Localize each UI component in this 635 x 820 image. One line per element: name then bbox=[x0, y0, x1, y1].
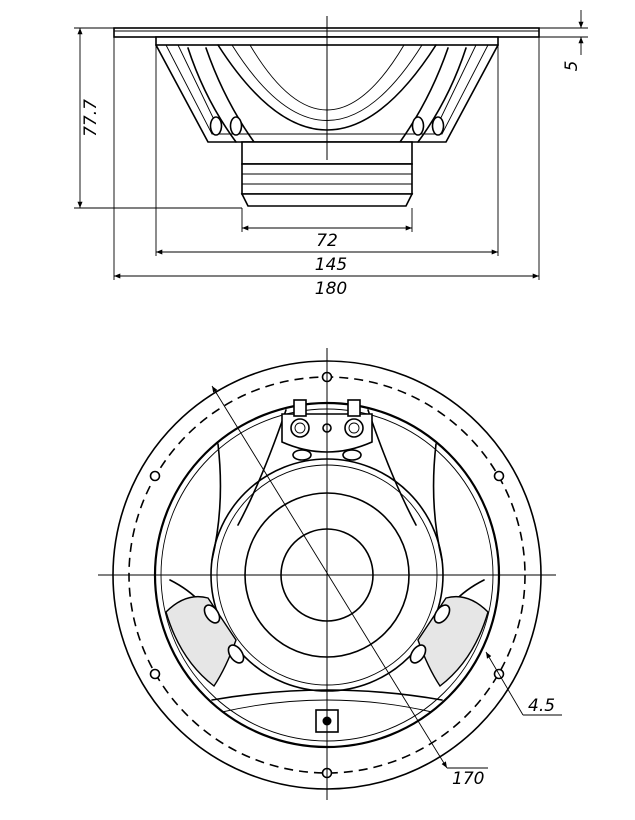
vent-hole bbox=[431, 116, 445, 136]
mounting-hole-label: 4.5 bbox=[528, 696, 555, 716]
bolt-circle-diameter-line bbox=[211, 385, 448, 769]
side-view: 77.7 5 72 145 180 bbox=[74, 10, 588, 299]
mounting-hole-leader bbox=[485, 651, 524, 716]
vent-pocket-left bbox=[165, 595, 237, 688]
basket-spoke-left bbox=[187, 47, 237, 143]
basket-width-label: 145 bbox=[315, 255, 347, 275]
flange-thickness-label: 5 bbox=[562, 61, 582, 72]
magnet bbox=[241, 163, 413, 195]
vent-pocket-right bbox=[417, 595, 489, 688]
terminal-slot bbox=[342, 449, 362, 461]
terminal-slot bbox=[292, 449, 312, 461]
overall-width-label: 180 bbox=[315, 279, 347, 299]
vent-hole bbox=[229, 116, 243, 136]
mounting-hole bbox=[493, 470, 505, 482]
mounting-hole bbox=[149, 668, 161, 680]
front-view: 170 4.5 bbox=[98, 348, 562, 800]
vent-hole bbox=[411, 116, 425, 136]
magnet-diameter-label: 72 bbox=[316, 231, 338, 251]
back-plate bbox=[240, 193, 414, 207]
terminal-tab bbox=[293, 399, 307, 417]
bolt-circle-label: 170 bbox=[452, 769, 484, 789]
mounting-hole bbox=[149, 470, 161, 482]
vent-hole bbox=[209, 116, 223, 136]
terminal-screw bbox=[344, 418, 364, 438]
basket-spoke-right bbox=[417, 47, 467, 143]
terminal-tab bbox=[347, 399, 361, 417]
height-dimension-label: 77.7 bbox=[81, 99, 101, 137]
terminal-screw bbox=[290, 418, 310, 438]
